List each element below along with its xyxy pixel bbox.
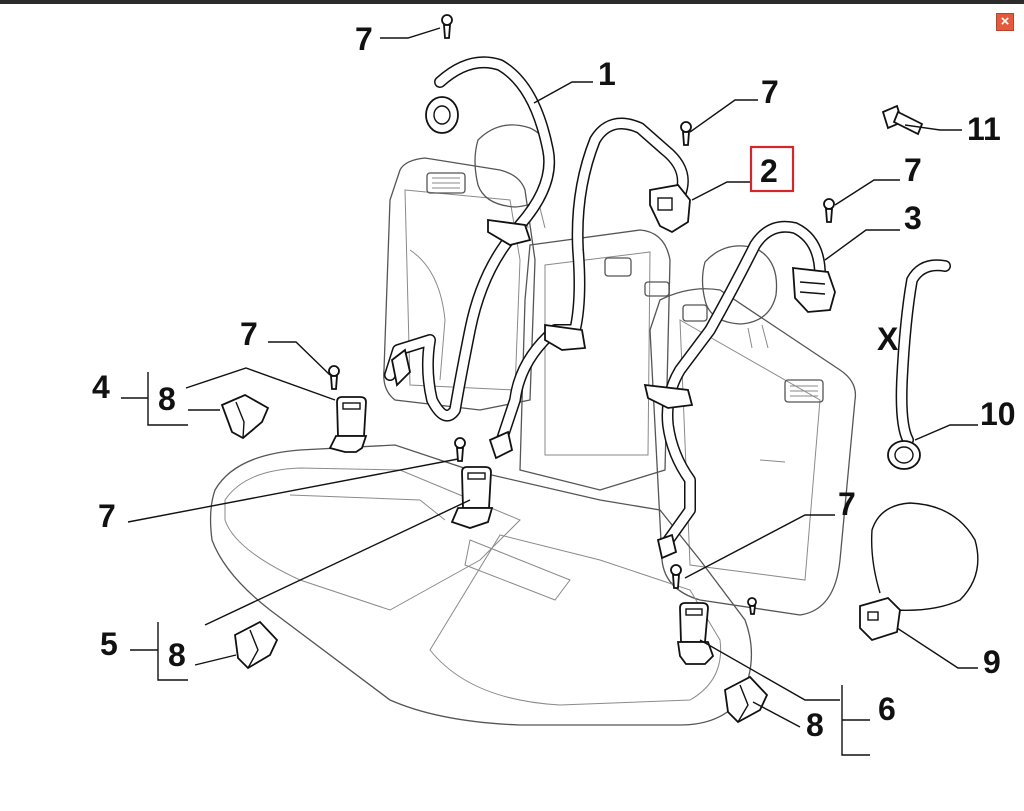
callout-10[interactable]: 10: [980, 396, 1016, 432]
callout-9[interactable]: 9: [983, 644, 1001, 680]
ring-icon[interactable]: [887, 440, 921, 470]
screw-icon[interactable]: [680, 121, 692, 146]
screw-icon[interactable]: [328, 365, 340, 390]
screw-icon[interactable]: [454, 437, 466, 462]
seat-belt-right[interactable]: [643, 220, 836, 560]
seat-belt-left[interactable]: [384, 56, 556, 422]
callout-labels: 7 1 7 2 7 3 11 7 4 8 X 10 7 7 5 8 9 6 8: [92, 21, 1016, 743]
buckle-icon[interactable]: [450, 466, 494, 529]
screw-icon[interactable]: [823, 198, 835, 223]
buckle-icon[interactable]: [328, 396, 368, 453]
callout-x[interactable]: X: [877, 321, 899, 357]
callout-7[interactable]: 7: [904, 152, 922, 188]
connector-icon[interactable]: [859, 502, 979, 642]
buckle-cover-icon[interactable]: [724, 675, 769, 724]
callout-5[interactable]: 5: [100, 626, 118, 662]
callout-7[interactable]: 7: [761, 74, 779, 110]
callout-7[interactable]: 7: [838, 486, 856, 522]
screw-icon[interactable]: [670, 564, 682, 589]
close-icon[interactable]: ×: [996, 13, 1014, 31]
buckle-cover-icon[interactable]: [220, 393, 270, 440]
screw-icon: [747, 597, 757, 615]
callout-4[interactable]: 4: [92, 369, 110, 405]
callout-1[interactable]: 1: [598, 56, 616, 92]
window-top-border: [0, 0, 1024, 4]
callout-3[interactable]: 3: [904, 200, 922, 236]
callout-8[interactable]: 8: [158, 381, 176, 417]
selected-callout-highlight: [749, 145, 795, 193]
buckle-cover-icon[interactable]: [234, 620, 279, 670]
callout-8[interactable]: 8: [806, 707, 824, 743]
callout-6[interactable]: 6: [878, 691, 896, 727]
leader-lines: [121, 27, 978, 756]
strap-x[interactable]: [895, 259, 951, 446]
buckle-icon[interactable]: [676, 602, 715, 665]
callout-2[interactable]: 2: [760, 153, 778, 189]
bolt-icon[interactable]: [881, 104, 924, 136]
callout-11[interactable]: 11: [967, 111, 1001, 147]
callout-8[interactable]: 8: [168, 637, 186, 673]
seat-belt-center[interactable]: [488, 117, 691, 460]
callout-7[interactable]: 7: [98, 498, 116, 534]
screw-icon[interactable]: [441, 14, 453, 39]
callout-7[interactable]: 7: [240, 316, 258, 352]
callout-7[interactable]: 7: [355, 21, 373, 57]
